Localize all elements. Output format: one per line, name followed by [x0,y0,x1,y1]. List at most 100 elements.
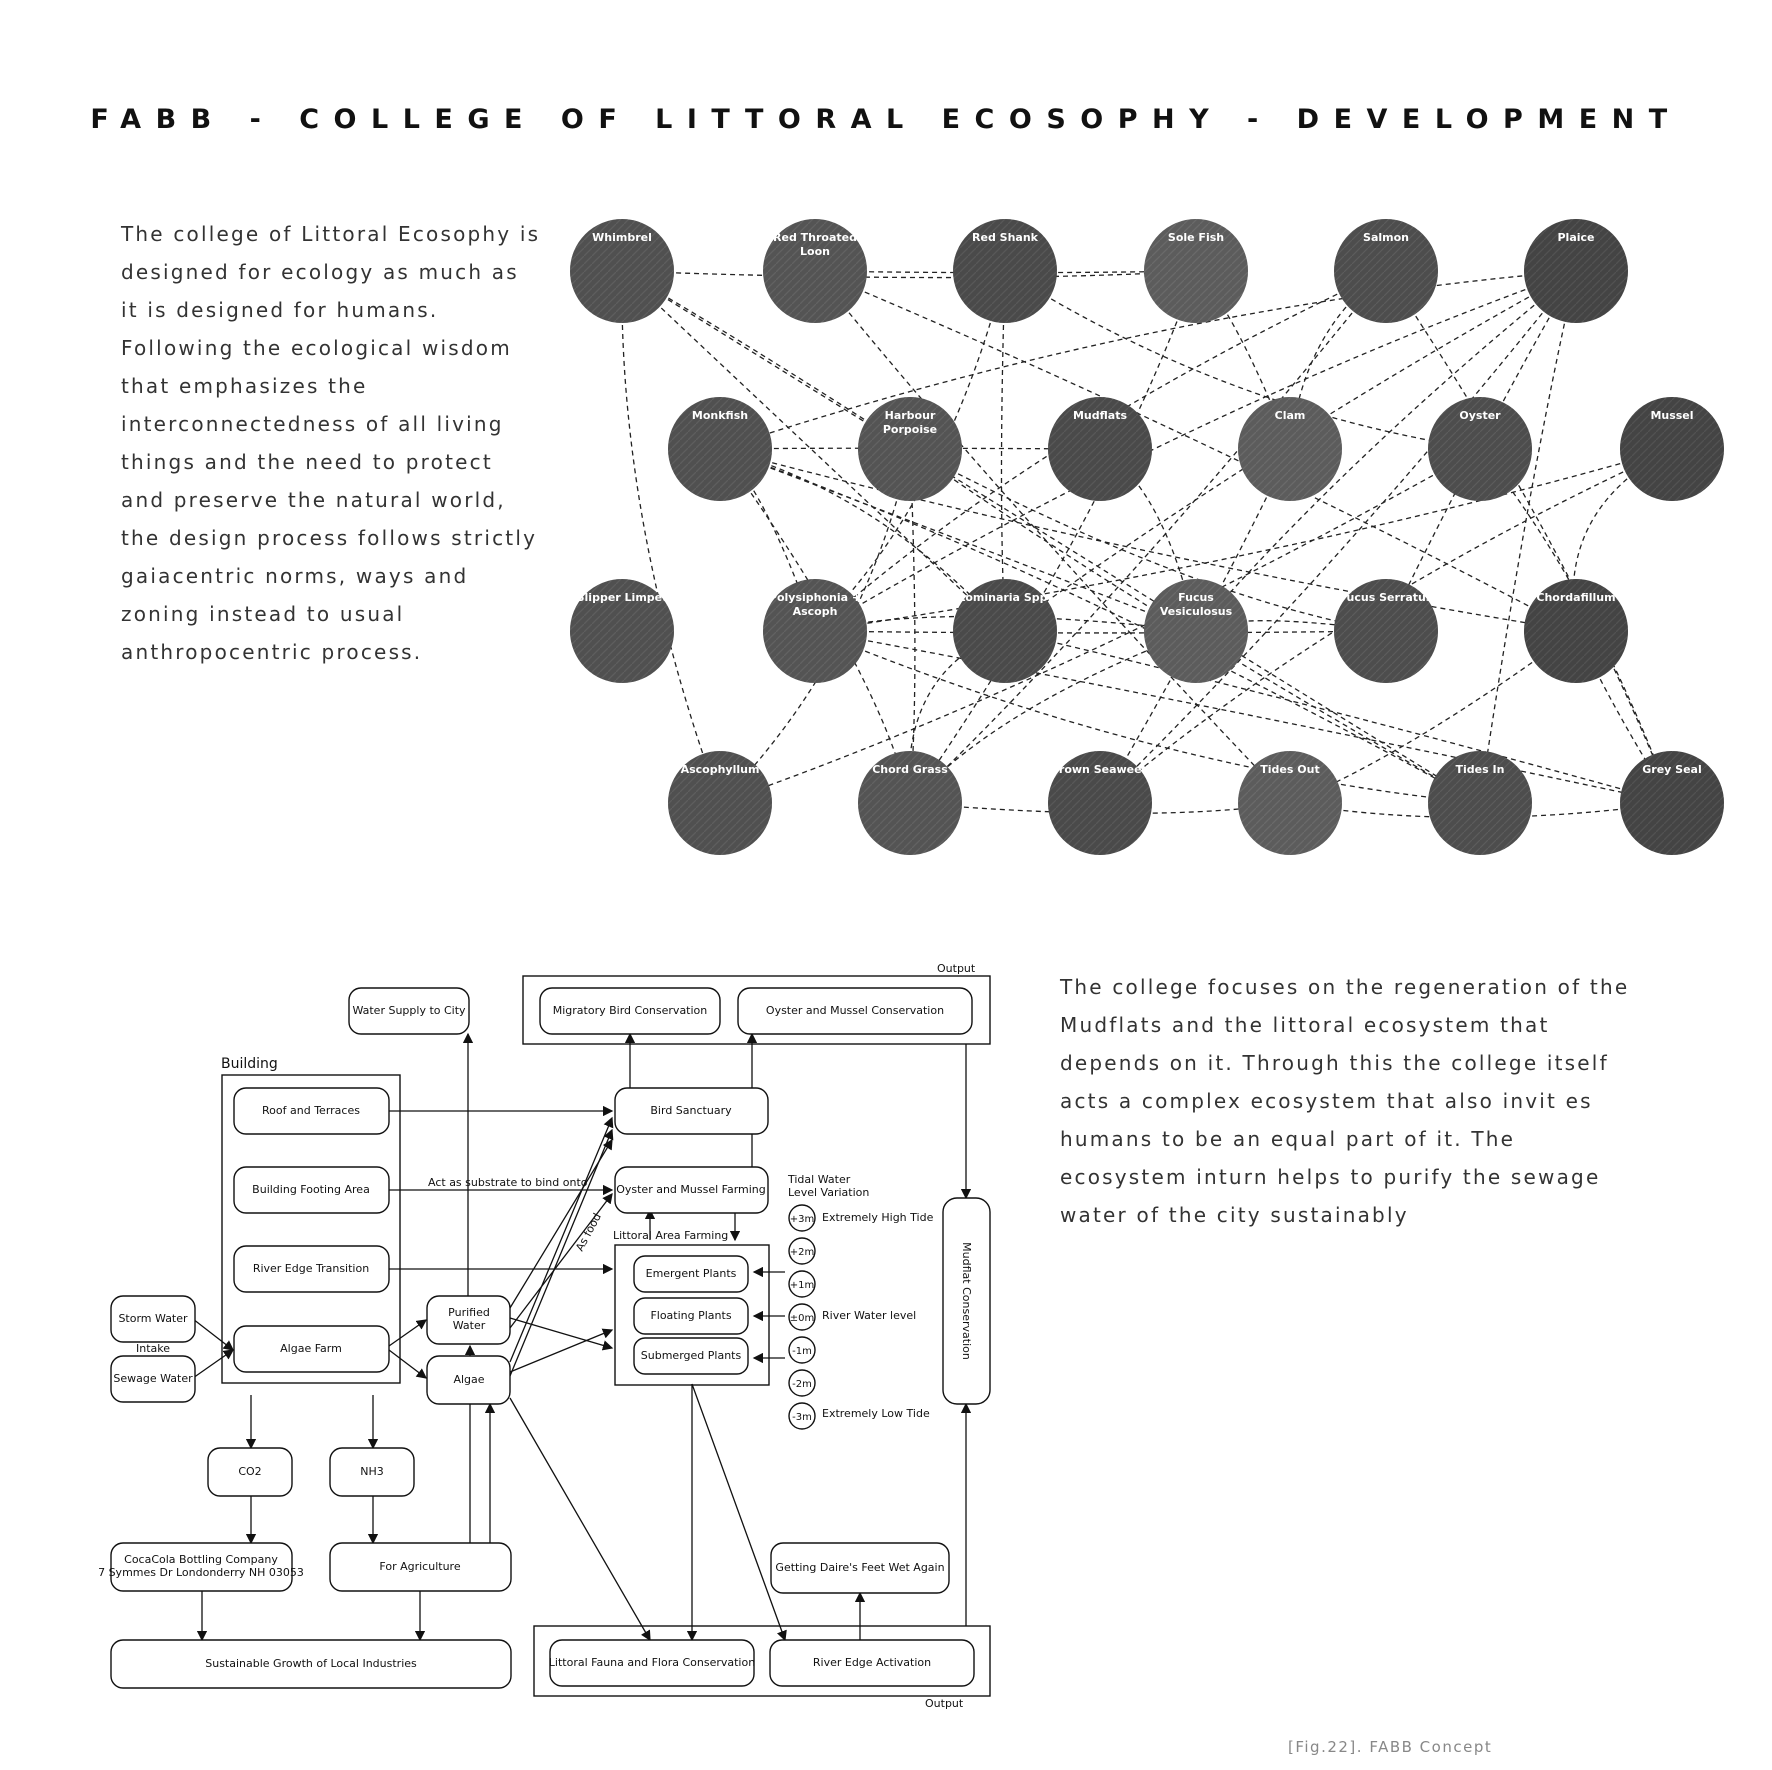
river-edge-activation-box [769,1639,975,1687]
species-photo-texture [1428,751,1532,855]
connection-line [909,448,916,804]
species-label: Clam [1275,409,1306,422]
tide-level-circle [788,1270,816,1298]
species-label: Fucus [1178,591,1214,604]
connection-line [719,448,1481,804]
species-node: Lominaria Spp. [953,579,1057,683]
algae-box [426,1355,511,1405]
tide-note-high: Extremely High Tide [822,1211,934,1224]
co2-box [207,1447,293,1497]
water-supply-text: Water Supply to City [352,1004,466,1017]
tide-note-river: River Water level [822,1309,916,1322]
connection-line [621,270,1197,279]
species-node: Fucus Serratus [1334,579,1438,683]
connection-line [1004,630,1673,804]
tidal-label-line1: Tidal Water [787,1173,851,1186]
species-photo-texture [953,579,1057,683]
tide-level-circle [788,1402,816,1430]
tide-level-label: -2m [792,1379,812,1390]
connection-line [621,270,1006,632]
roof-terraces-box [233,1087,390,1135]
species-node: Clam [1238,397,1342,501]
cocacola-box [110,1542,293,1592]
species-photo-texture [858,751,962,855]
migratory-bird-text: Migratory Bird Conservation [553,1004,708,1017]
tide-level-circle [788,1204,816,1232]
purified-water-text-2: Water [453,1319,486,1332]
tide-level-label: +1m [790,1280,814,1291]
species-label: Ascoph [793,605,838,618]
species-label: Tides In [1456,763,1505,776]
storm-water-box [110,1295,196,1343]
connection-links [621,270,1673,819]
species-node: Oyster [1428,397,1532,501]
species-photo-texture [1144,219,1248,323]
connection-line [1004,270,1481,450]
species-label: Harbour [885,409,936,422]
species-photo-texture [1048,397,1152,501]
oyster-farming-text: Oyster and Mussel Farming [616,1183,766,1196]
output-frame-top [522,975,991,1045]
species-photo-texture [1334,579,1438,683]
species-label: Plaice [1557,231,1594,244]
littoral-conservation-text: Littoral Fauna and Flora Conservation [549,1656,755,1669]
daires-box [770,1542,950,1594]
species-photo-texture [1620,751,1724,855]
river-edge-transition-box [233,1245,390,1293]
species-photo-texture [570,219,674,323]
species-label: Mudflats [1073,409,1127,422]
building-label: Building [221,1056,278,1072]
connection-line [719,448,1197,632]
species-photo-texture [1524,219,1628,323]
species-node: Tides In [1428,751,1532,855]
species-label: Whimbrel [592,231,652,244]
species-node: Slipper Limpet [570,579,674,683]
floating-plants-box [633,1297,749,1335]
agriculture-box [329,1542,512,1592]
co2-text: CO2 [238,1465,261,1478]
connection-line [814,270,1577,632]
purified-water-text-1: Purified [448,1306,490,1319]
species-node: Mussel [1620,397,1724,501]
tide-note-low: Extremely Low Tide [822,1407,930,1420]
tide-level-label: +2m [790,1247,814,1258]
species-node: Plaice [1524,219,1628,323]
species-label: Tides Out [1260,763,1319,776]
roof-terraces-text: Roof and Terraces [262,1104,360,1117]
species-photo-texture [1238,751,1342,855]
species-node: Grey Seal [1620,751,1724,855]
species-label: Porpoise [883,423,937,436]
species-photo-texture [1048,751,1152,855]
species-label: Lominaria Spp. [958,591,1051,604]
species-label: Ascophyllum [681,763,760,776]
nh3-text: NH3 [360,1465,384,1478]
species-node: Brown Seaweed [1048,751,1152,855]
output-frame-bottom [533,1625,991,1697]
species-photo-texture [1620,397,1724,501]
connection-line [1479,270,1577,804]
tide-level-circle [788,1237,816,1265]
species-node: Whimbrel [570,219,674,323]
connection-line [814,270,1291,804]
river-edge-transition-text: River Edge Transition [253,1262,369,1275]
algae-farm-text: Algae Farm [280,1342,342,1355]
species-photo-texture [1428,397,1532,501]
floating-plants-text: Floating Plants [650,1309,731,1322]
submerged-plants-box [633,1337,749,1375]
connection-line [719,448,911,804]
species-node: Chordafillum [1524,579,1628,683]
storm-water-text: Storm Water [118,1312,188,1325]
as-food-note: As food [573,1211,604,1253]
connection-line [1385,270,1673,804]
oyster-conservation-text: Oyster and Mussel Conservation [766,1004,944,1017]
species-photo-texture [1524,579,1628,683]
connection-line [814,630,1481,804]
sewage-water-text: Sewage Water [113,1372,193,1385]
species-photo-texture [763,579,867,683]
water-supply-box [348,987,470,1035]
submerged-plants-text: Submerged Plants [641,1349,742,1362]
page-title: FABB - COLLEGE OF LITTORAL ECOSOPHY - DE… [90,104,1682,135]
